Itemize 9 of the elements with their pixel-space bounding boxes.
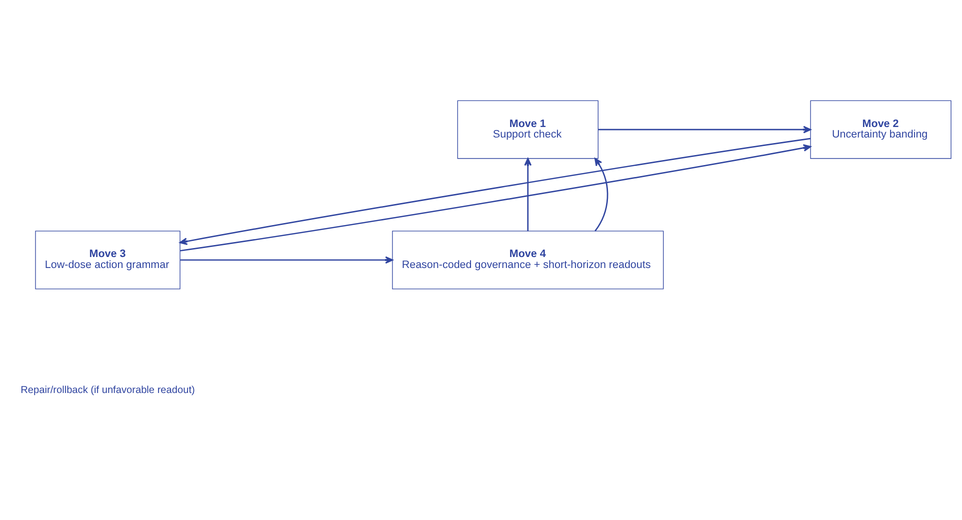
- node-box: Move 2 Uncertainty banding: [810, 100, 952, 159]
- arrow: [524, 158, 532, 232]
- arrow: [180, 256, 394, 264]
- node-box: Move 3 Low-dose action grammar: [35, 230, 180, 290]
- label: Repair/rollback (if unfavorable readout): [20, 384, 195, 396]
- arrow: [598, 126, 812, 134]
- node-box: Move 4 Reason-coded governance + short-horizon readouts: [392, 230, 664, 290]
- arrow: [594, 158, 608, 232]
- node-box: Move 1 Support check: [457, 100, 598, 159]
